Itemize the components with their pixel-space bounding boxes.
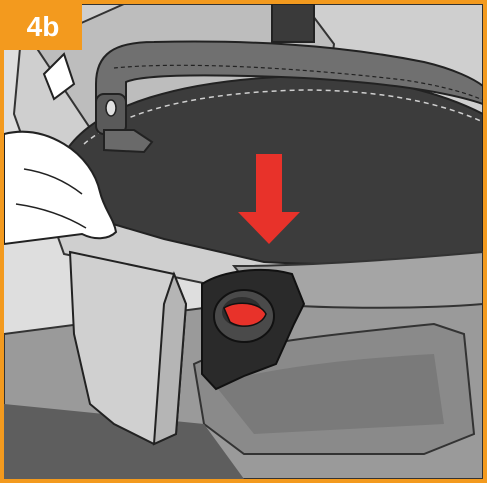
red-release-button-icon [224, 303, 266, 326]
pivot-hole [106, 100, 116, 116]
car-seat-illustration [4, 4, 483, 479]
belt-strap [272, 4, 314, 42]
step-number-badge: 4b [4, 4, 82, 50]
